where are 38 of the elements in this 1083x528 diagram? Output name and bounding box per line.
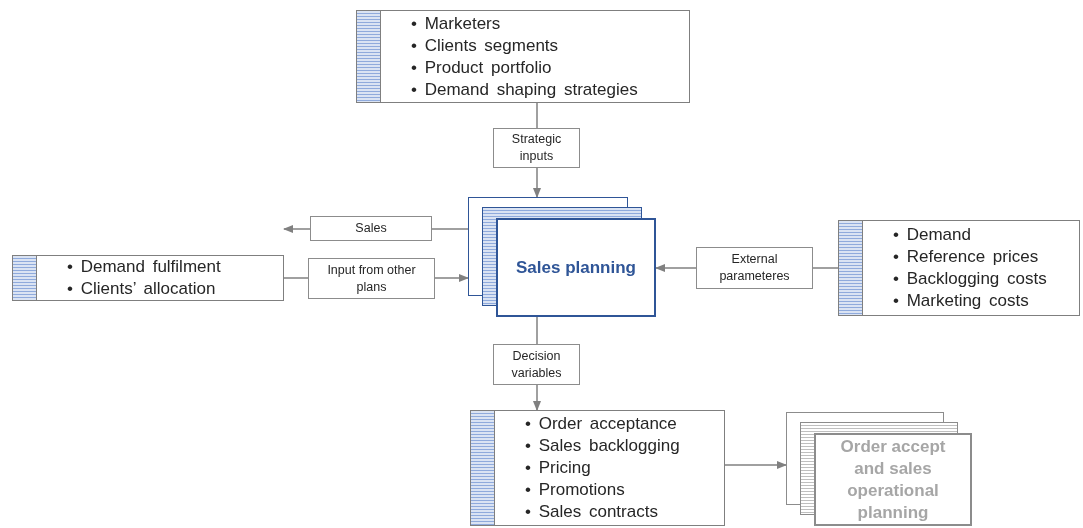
- list-item: • Clients segments: [411, 34, 560, 57]
- connector-arrow: [724, 460, 788, 470]
- list-item: • Demand fulfilment: [67, 256, 221, 278]
- list-item: • Demand shaping strategies: [411, 78, 638, 101]
- list-item: • Reference prices: [893, 246, 1040, 268]
- list-item: • Pricing: [525, 457, 592, 479]
- list-item: • Sales contracts: [525, 501, 659, 523]
- label-box: [696, 247, 813, 289]
- list-item: • Clients’ allocation: [67, 278, 217, 300]
- list-item: • Product portfolio: [411, 56, 553, 79]
- label-text: Decision variables: [510, 347, 563, 382]
- list-box: [470, 410, 725, 526]
- list-box: [356, 10, 690, 103]
- connector-arrow: [282, 224, 311, 234]
- label-box: [493, 128, 580, 168]
- connector-arrow: [532, 384, 542, 412]
- list-box: [12, 255, 284, 301]
- label-box: [310, 216, 432, 241]
- stack-title: Sales planning: [516, 256, 636, 279]
- list-item: • Marketing costs: [893, 290, 1030, 312]
- label-text: External parameteres: [718, 251, 791, 285]
- stack-title: Order accept and sales operational planning: [839, 435, 947, 524]
- list-box: [838, 220, 1080, 316]
- list-item: • Backlogging costs: [893, 268, 1047, 290]
- label-text: Sales: [355, 220, 387, 237]
- label-text: Input from other plans: [326, 261, 417, 296]
- label-box: [493, 344, 580, 385]
- label-box: [308, 258, 435, 299]
- list-item: • Promotions: [525, 479, 626, 501]
- list-item: • Demand: [893, 224, 972, 246]
- document-stack: [786, 412, 972, 526]
- connector-arrow: [434, 273, 470, 283]
- list-item: • Marketers: [411, 12, 502, 35]
- list-item: • Sales backlogging: [525, 435, 680, 457]
- list-item: • Order acceptance: [525, 413, 678, 435]
- connector-arrow: [532, 167, 542, 199]
- label-text: Strategic inputs: [510, 131, 563, 165]
- document-stack: [468, 197, 656, 317]
